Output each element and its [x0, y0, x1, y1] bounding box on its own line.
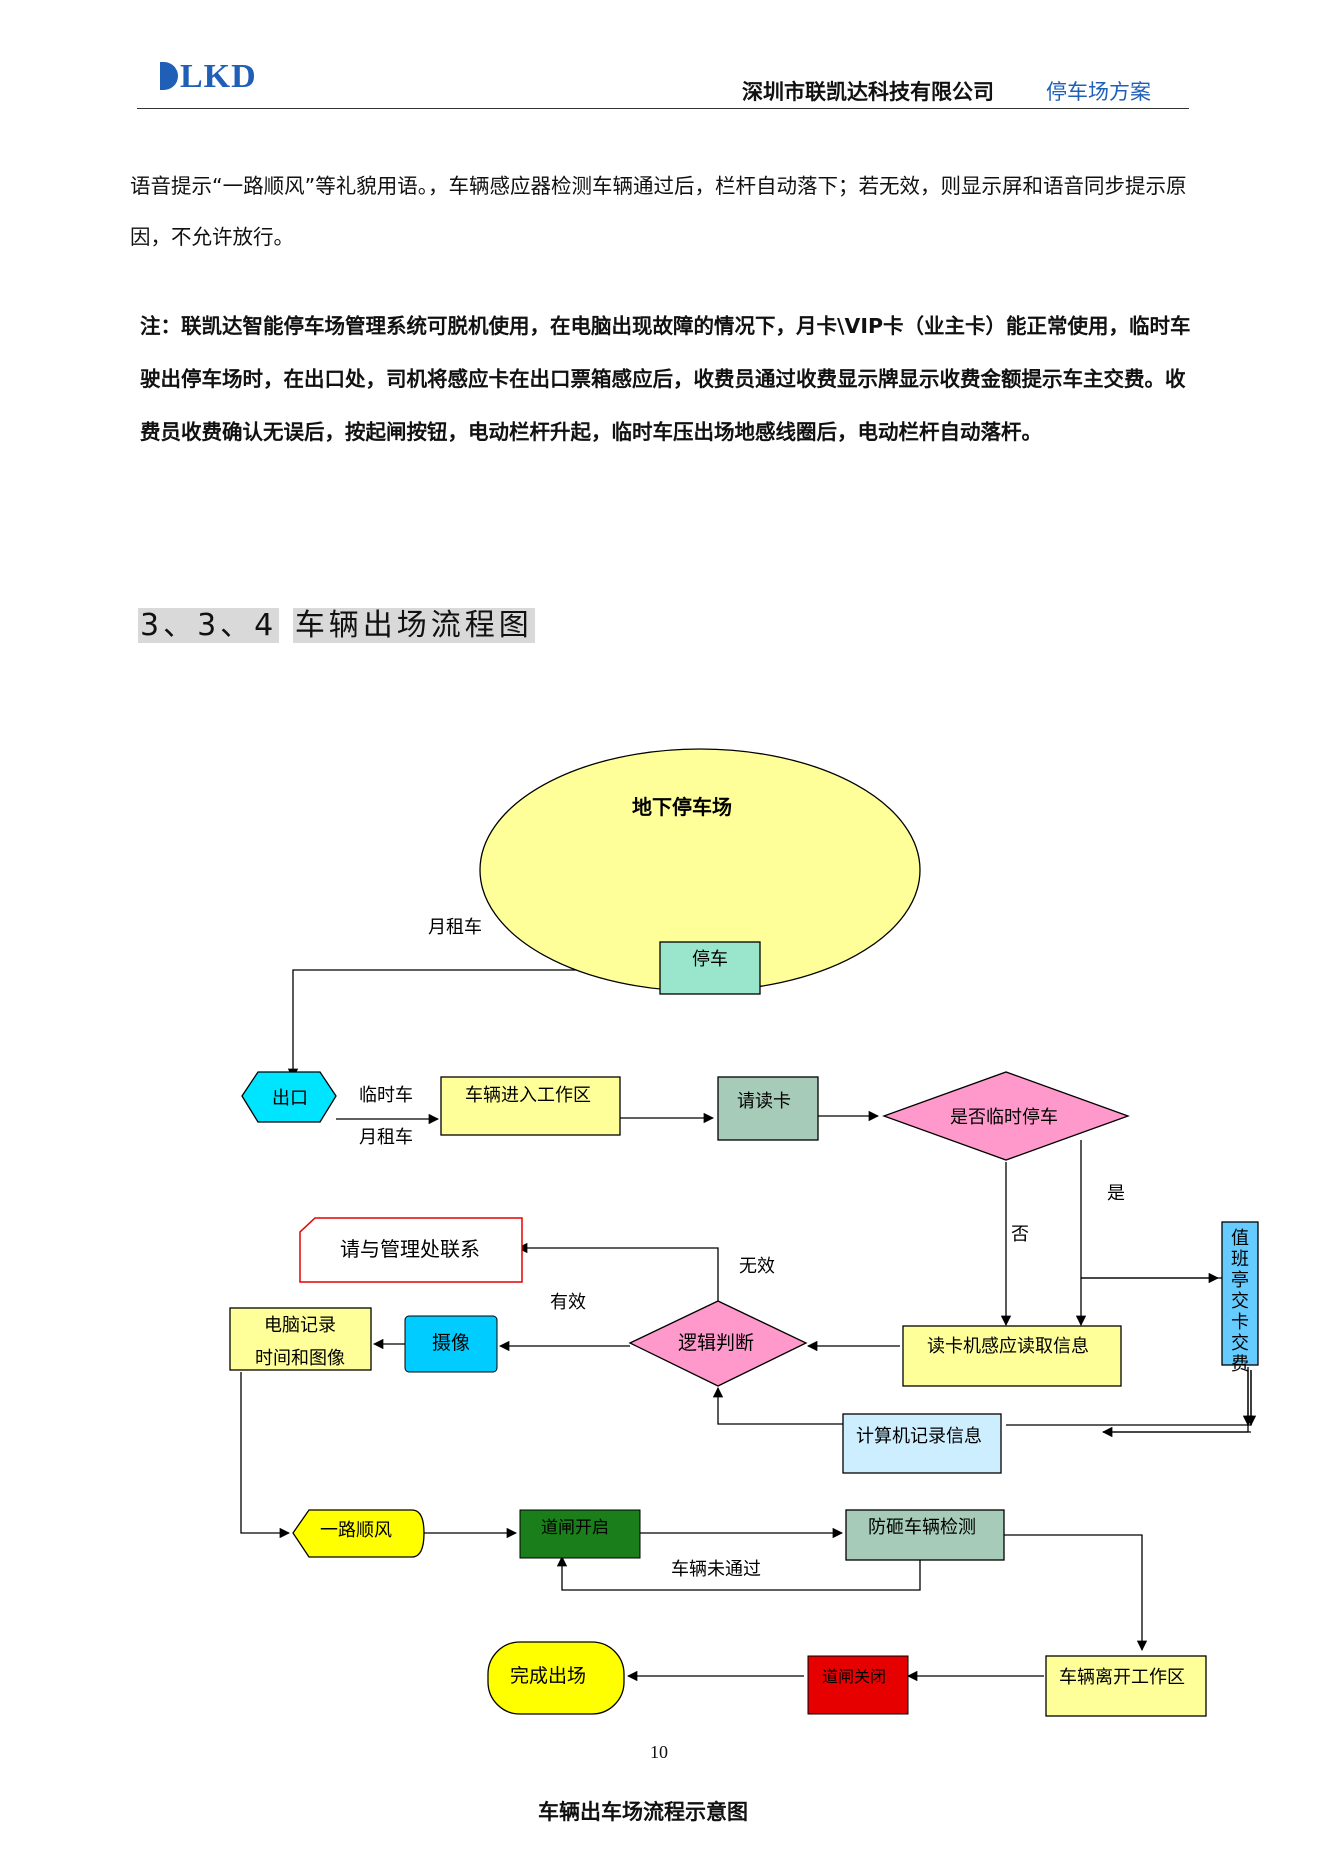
- section-title: 车辆出场流程图: [292, 608, 535, 643]
- park-label: 停车: [692, 949, 728, 970]
- computer-label: 计算机记录信息: [856, 1426, 982, 1447]
- header-doc-title: 停车场方案: [1046, 80, 1151, 104]
- invalid-label: 无效: [739, 1256, 775, 1277]
- gate-open-label: 道闸开启: [541, 1518, 609, 1538]
- done-label: 完成出场: [510, 1665, 586, 1687]
- contact-label: 请与管理处联系: [340, 1237, 480, 1261]
- pc-record-box: [229, 1307, 372, 1371]
- figure-caption: 车辆出车场流程示意图: [538, 1800, 748, 1824]
- done-box: [487, 1641, 625, 1715]
- contact-box: [299, 1217, 523, 1283]
- park-box: [659, 941, 761, 995]
- anti-smash-box: [845, 1509, 1005, 1561]
- goodbye-label: 一路顺风: [320, 1520, 392, 1541]
- reader-label: 读卡机感应读取信息: [927, 1336, 1089, 1357]
- camera-label: 摄像: [432, 1332, 470, 1354]
- pc-record-label-2: 时间和图像: [255, 1348, 345, 1369]
- read-card-label: 请读卡: [737, 1091, 791, 1112]
- booth-text: 值班亭交卡交费: [1231, 1228, 1249, 1375]
- booth-box: [1221, 1221, 1259, 1366]
- logo-mark-icon: [160, 62, 178, 90]
- not-passed-label: 车辆未通过: [671, 1559, 761, 1580]
- company-logo: LKD: [160, 58, 257, 96]
- leave-zone-box: [1045, 1655, 1207, 1717]
- reader-box: [902, 1325, 1122, 1387]
- note-paragraph: 注：联凯达智能停车场管理系统可脱机使用，在电脑出现故障的情况下，月卡\VIP卡（…: [140, 314, 1191, 444]
- parking-label: 地下停车场: [632, 795, 732, 819]
- goodbye-shape: [292, 1509, 425, 1558]
- temp-label: 临时车: [359, 1085, 413, 1106]
- enter-zone-label: 车辆进入工作区: [465, 1085, 591, 1106]
- section-number: 3、3、4: [138, 608, 280, 643]
- read-card-box: [717, 1076, 819, 1141]
- no-label: 否: [1011, 1224, 1029, 1245]
- monthly-label-bottom: 月租车: [359, 1127, 413, 1148]
- yes-label: 是: [1107, 1183, 1125, 1204]
- paragraph-1: 语音提示“一路顺风”等礼貌用语。，车辆感应器检测车辆通过后，栏杆自动落下；若无效…: [130, 174, 1187, 249]
- header-company: 深圳市联凯达科技有限公司: [742, 80, 994, 104]
- exit-hexagon: [241, 1071, 337, 1123]
- is-temp-diamond: [882, 1071, 1130, 1161]
- pc-record-label-1: 电脑记录: [264, 1315, 336, 1336]
- logic-diamond: [628, 1300, 808, 1387]
- enter-zone-box: [440, 1076, 621, 1136]
- exit-label: 出口: [272, 1088, 308, 1109]
- gate-close-label: 道闸关闭: [822, 1667, 886, 1686]
- monthly-label-top: 月租车: [428, 917, 482, 938]
- section-heading: 3、3、4 车辆出场流程图: [138, 600, 535, 644]
- anti-smash-label: 防砸车辆检测: [868, 1517, 976, 1538]
- logic-label: 逻辑判断: [678, 1332, 754, 1354]
- gate-open-box: [519, 1509, 641, 1559]
- header-divider: [137, 108, 1189, 109]
- valid-label: 有效: [550, 1292, 586, 1313]
- computer-box: [842, 1413, 1002, 1474]
- booth-label: 值班亭交卡交费: [1231, 1228, 1249, 1375]
- leave-zone-label: 车辆离开工作区: [1059, 1667, 1185, 1688]
- gate-close-box: [807, 1655, 909, 1715]
- page-number: 10: [650, 1742, 668, 1762]
- is-temp-label: 是否临时停车: [950, 1107, 1058, 1128]
